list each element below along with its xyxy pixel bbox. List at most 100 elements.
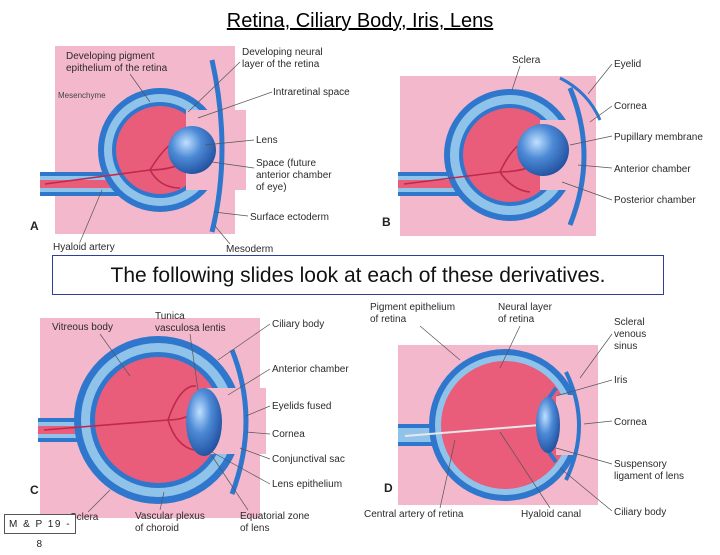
label-b-cornea: Cornea	[614, 101, 647, 112]
leader-a-pigment	[129, 73, 151, 103]
page-title: Retina, Ciliary Body, Iris, Lens	[226, 10, 494, 32]
leader-c-lens-epi	[211, 451, 271, 485]
leader-c-equatorial	[211, 455, 249, 511]
label-d-ciliary: Ciliary body	[614, 507, 666, 518]
label-c-vitreous: Vitreous body	[52, 322, 113, 333]
panel-a: A Developing pigment epithelium of the r…	[30, 46, 350, 255]
leader-b-posterior	[561, 181, 613, 201]
leader-d-pigment	[419, 325, 461, 361]
label-d-scleral-1: Scleral	[614, 317, 645, 328]
label-a-neural-1: Developing neural	[242, 47, 323, 58]
panel-a-lens	[168, 126, 216, 174]
label-c-equatorial-1: Equatorial zone	[240, 511, 310, 522]
label-a-space-1: Space (future	[256, 158, 316, 169]
panel-d-letter: D	[384, 481, 393, 495]
panel-b-eyelid	[559, 76, 602, 121]
label-c-conjunctival: Conjunctival sac	[272, 454, 345, 465]
panel-a-stalk-core	[40, 180, 140, 188]
label-a-mesoderm: Mesoderm	[226, 244, 273, 255]
label-a-mesenchyme: Mesenchyme	[58, 91, 106, 100]
label-a-pigment-2: epithelium of the retina	[66, 63, 168, 74]
leader-d-scleral	[579, 333, 613, 379]
panel-b-stalk-core	[398, 180, 493, 188]
label-c-vascular-2: of choroid	[135, 523, 179, 534]
panel-b-cornea	[567, 87, 587, 226]
panel-b-lens	[517, 124, 569, 176]
label-c-lens-epi: Lens epithelium	[272, 479, 342, 490]
label-d-scleral-3: sinus	[614, 341, 637, 352]
leader-d-hyaloid-canal	[499, 431, 551, 509]
leader-d-cornea	[583, 420, 613, 425]
label-d-suspensory-2: ligament of lens	[614, 471, 684, 482]
label-c-anterior: Anterior chamber	[272, 364, 349, 375]
label-a-intraretinal: Intraretinal space	[273, 87, 350, 98]
panel-d-lens	[536, 397, 560, 453]
caption-box: The following slides look at each of the…	[52, 255, 664, 295]
label-d-iris: Iris	[614, 375, 627, 386]
leader-d-ciliary	[559, 467, 613, 512]
leader-c-ciliary	[217, 323, 271, 361]
label-b-sclera: Sclera	[512, 55, 541, 66]
panel-b-letter: B	[382, 215, 391, 229]
label-c-equatorial-2: of lens	[240, 523, 269, 534]
panel-c-letter: C	[30, 483, 39, 497]
label-d-neural-1: Neural layer	[498, 302, 553, 313]
label-d-suspensory-1: Suspensory	[614, 459, 667, 470]
leader-b-eyelid	[587, 63, 613, 95]
label-d-hyaloid-canal: Hyaloid canal	[521, 509, 581, 520]
leader-b-pupillary	[569, 135, 613, 146]
leader-d-neural	[499, 325, 521, 369]
panel-c-cornea	[229, 349, 249, 495]
label-c-cornea: Cornea	[272, 429, 305, 440]
panel-d-globe-inner	[441, 361, 569, 489]
leader-c-conjunctival	[239, 447, 271, 460]
label-c-ciliary: Ciliary body	[272, 319, 324, 330]
leader-d-suspensory	[555, 447, 613, 465]
panel-a-letter: A	[30, 219, 39, 233]
label-d-cornea: Cornea	[614, 417, 647, 428]
panel-c-vessels	[43, 385, 199, 451]
label-a-space-2: anterior chamber	[256, 170, 332, 181]
leader-c-vascular	[159, 491, 165, 511]
label-b-posterior: Posterior chamber	[614, 195, 696, 206]
leader-c-tunica	[189, 333, 199, 391]
leader-c-sclera	[87, 489, 111, 513]
leader-d-iris	[555, 379, 613, 397]
label-a-surface-ectoderm: Surface ectoderm	[250, 212, 329, 223]
label-d-pigment-2: of retina	[370, 314, 407, 325]
leader-d-central	[439, 439, 456, 509]
leader-b-sclera	[511, 65, 521, 91]
leader-c-cornea	[245, 431, 271, 435]
label-a-hyaloid: Hyaloid artery	[53, 242, 115, 253]
leader-a-mesoderm	[214, 225, 231, 245]
leader-c-vitreous	[99, 333, 131, 377]
panel-b-vessels	[403, 139, 536, 193]
leader-c-eyelids	[245, 405, 271, 417]
label-b-pupillary: Pupillary membrane	[614, 132, 703, 143]
label-c-eyelids: Eyelids fused	[272, 401, 331, 412]
label-b-anterior: Anterior chamber	[614, 164, 691, 175]
leader-a-neural	[187, 61, 241, 113]
label-c-tunica-2: vasculosa lentis	[155, 323, 226, 334]
leader-a-intraretinal	[197, 91, 273, 119]
label-b-eyelid: Eyelid	[614, 59, 641, 70]
leader-a-ectoderm	[213, 211, 249, 217]
leader-a-lens	[204, 139, 255, 146]
eye-development-figure: A Developing pigment epithelium of the r…	[30, 46, 703, 534]
label-a-pigment-1: Developing pigment	[66, 51, 155, 62]
leader-b-anterior	[577, 164, 613, 169]
label-d-central: Central artery of retina	[364, 509, 464, 520]
panel-c-cup-cavity	[95, 357, 221, 483]
label-d-scleral-2: venous	[614, 329, 646, 340]
label-a-neural-2: layer of the retina	[242, 59, 320, 70]
panel-c-lens	[186, 388, 222, 456]
leader-b-cornea	[589, 105, 613, 123]
leader-a-space	[211, 161, 255, 169]
panel-b: B Sclera Eyelid Cornea Pupillary membran…	[382, 55, 703, 236]
panel-c: C Vitreous body Tunica vasculosa lentis …	[30, 311, 349, 534]
label-a-space-3: of eye)	[256, 182, 287, 193]
label-c-tunica-1: Tunica	[155, 311, 185, 322]
leader-a-hyaloid	[79, 189, 103, 243]
label-d-pigment-1: Pigment epithelium	[370, 302, 455, 313]
source-credit: M & P 19 - 8	[4, 514, 76, 550]
